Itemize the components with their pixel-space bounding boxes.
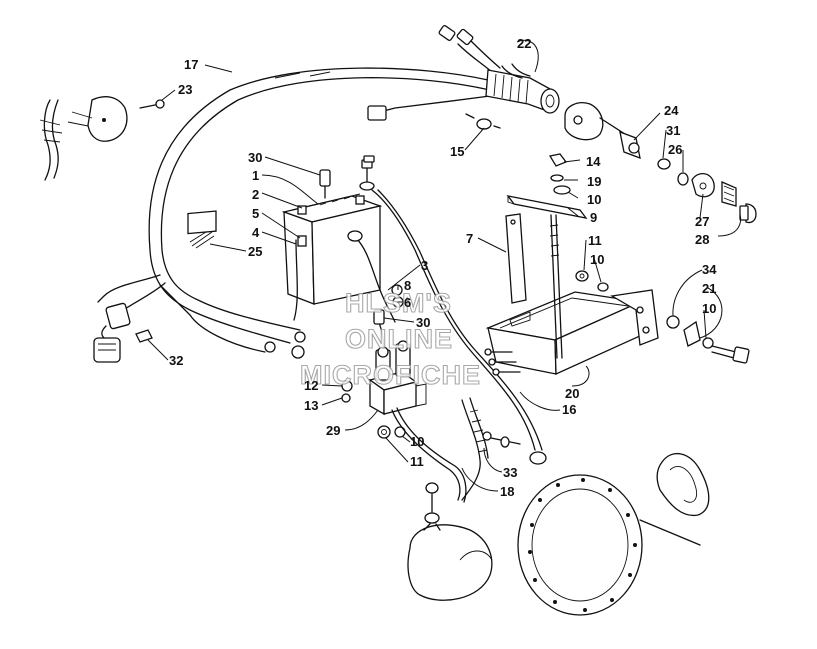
hold-down-bracket	[506, 153, 588, 219]
callout-30-top: 30	[248, 150, 262, 165]
starter-solenoid	[341, 284, 427, 416]
callout-1: 1	[252, 168, 259, 183]
callout-19: 19	[587, 174, 601, 189]
starter-motor	[407, 482, 493, 601]
callout-28: 28	[695, 232, 709, 247]
callout-10-low: 10	[410, 434, 424, 449]
ignition-switch	[564, 102, 757, 224]
battery-tray	[484, 289, 659, 376]
callout-26: 26	[668, 142, 682, 157]
tray-bolt-hardware	[666, 315, 750, 364]
battery-strap	[505, 213, 527, 304]
callout-3: 3	[421, 258, 428, 273]
callout-7: 7	[466, 231, 473, 246]
callout-13: 13	[304, 398, 318, 413]
callout-11-low: 11	[410, 454, 424, 469]
callout-10-top: 10	[587, 192, 601, 207]
hold-down-rod	[549, 214, 563, 359]
callout-11-right: 11	[588, 233, 602, 248]
callout-31: 31	[666, 123, 680, 138]
callout-18: 18	[500, 484, 514, 499]
small-connector	[465, 113, 501, 130]
battery-bolt	[363, 155, 375, 163]
left-harness-connectors	[93, 274, 306, 363]
callout-2: 2	[252, 187, 259, 202]
callout-8: 8	[404, 278, 411, 293]
callout-10-far-right: 10	[702, 301, 716, 316]
positive-cable	[371, 189, 547, 465]
watermark-line-3: MICROFICHE	[300, 360, 481, 390]
connector-bundle	[485, 63, 560, 114]
callout-20: 20	[565, 386, 579, 401]
callout-12: 12	[304, 378, 318, 393]
callout-23: 23	[178, 82, 192, 97]
callout-10-right: 10	[590, 252, 604, 267]
watermark-line-2: ONLINE	[345, 324, 453, 354]
callout-16: 16	[562, 402, 576, 417]
relay-clip	[135, 329, 153, 343]
callout-6: 6	[404, 295, 411, 310]
wiring-harness	[93, 25, 560, 363]
watermark: HLSM'S ONLINE MICROFICHE	[299, 287, 481, 390]
callout-25: 25	[248, 244, 262, 259]
callouts: 17 23 22 15 24 31 26 14 19 10 9 27 28 30…	[169, 36, 717, 499]
tray-washer-nut	[575, 270, 609, 292]
callout-27: 27	[695, 214, 709, 229]
solenoid-nuts	[377, 425, 406, 439]
battery-clip	[319, 159, 375, 199]
watermark-line-1: HLSM'S	[345, 288, 452, 318]
callout-15: 15	[450, 144, 464, 159]
callout-22: 22	[517, 36, 531, 51]
battery	[281, 193, 396, 323]
callout-24: 24	[664, 103, 679, 118]
upper-left-switch	[39, 96, 165, 181]
starter-cable	[391, 397, 489, 503]
callout-17: 17	[184, 57, 198, 72]
callout-34: 34	[702, 262, 717, 277]
callout-33: 33	[503, 465, 517, 480]
callout-5: 5	[252, 206, 259, 221]
callout-32: 32	[169, 353, 183, 368]
ground-bolt	[482, 431, 521, 448]
callout-30-mid: 30	[416, 315, 430, 330]
callout-29: 29	[326, 423, 340, 438]
drive-housing	[517, 452, 710, 616]
leader-lines	[147, 40, 742, 492]
callout-4: 4	[252, 225, 260, 240]
callout-21: 21	[702, 281, 716, 296]
callout-14: 14	[586, 154, 601, 169]
battery-label	[187, 210, 217, 249]
callout-9: 9	[590, 210, 597, 225]
